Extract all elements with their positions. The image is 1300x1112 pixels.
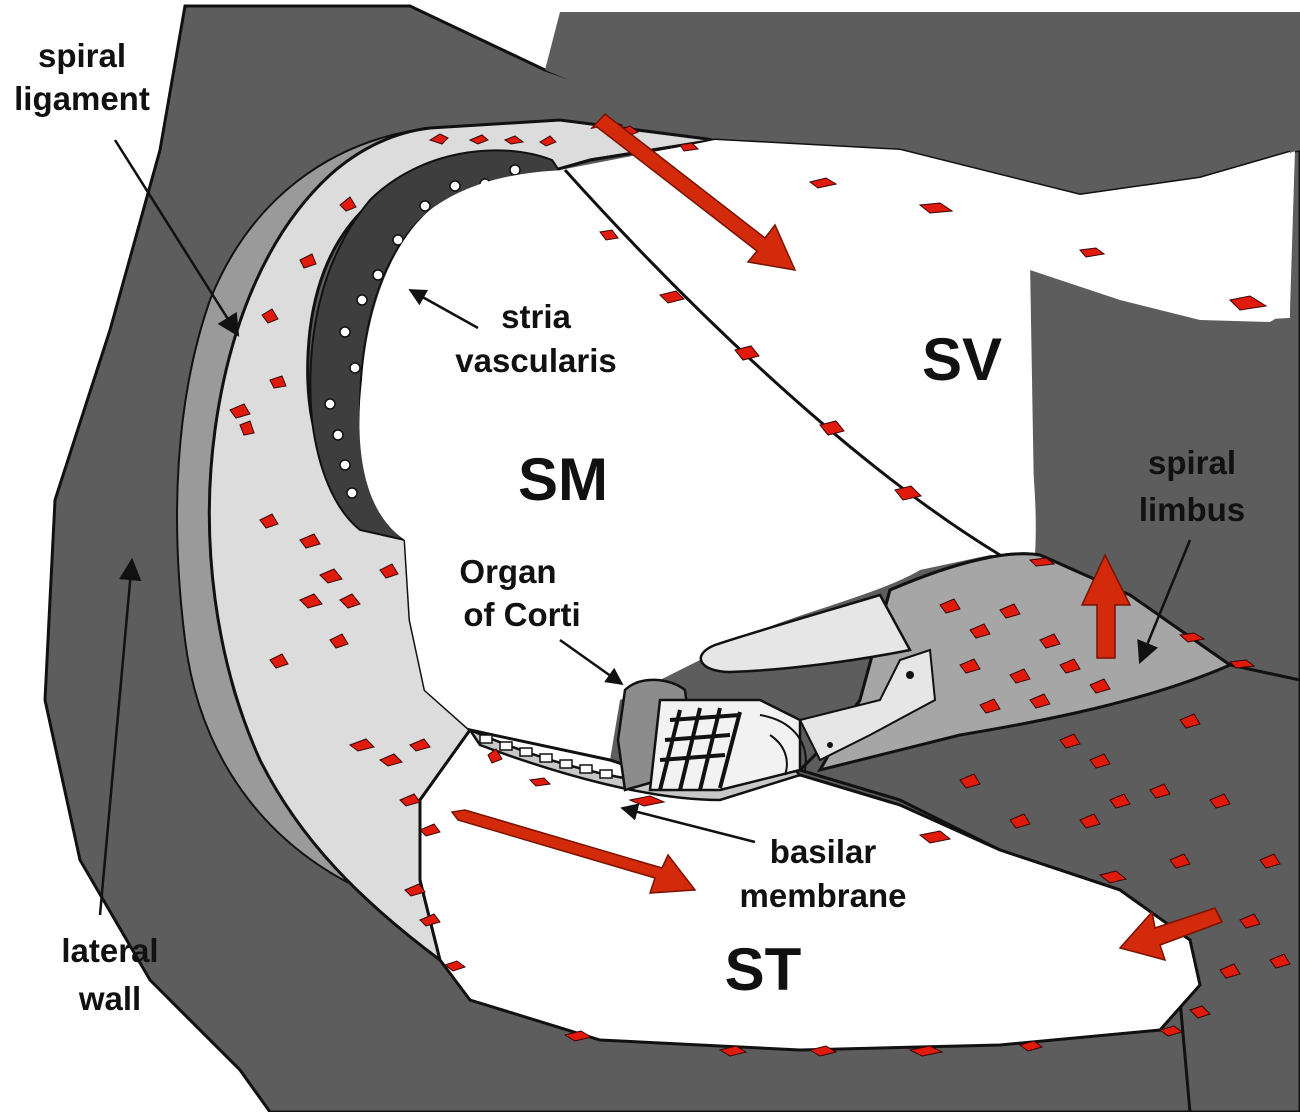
- label-spiral-ligament-line2: ligament: [14, 80, 150, 117]
- label-spiral-limbus-line2: limbus: [1139, 491, 1245, 528]
- label-stria-vascularis-line1: stria: [501, 298, 571, 335]
- red-cells: [229, 120, 1291, 1057]
- spiral-limbus-upper: [816, 552, 1234, 773]
- stria-capillaries: [324, 164, 521, 499]
- red-flow-arrow-sv: [589, 112, 797, 271]
- pointer-spiral-ligament: [113, 139, 240, 337]
- organ-of-corti: [616, 648, 937, 792]
- label-organ-of-corti-line1: Organ: [459, 553, 556, 590]
- label-scala-tympani: ST: [725, 936, 802, 1003]
- label-scala-media: SM: [518, 446, 608, 513]
- scala-media-space: [359, 170, 991, 760]
- label-lateral-wall-line1: lateral: [61, 932, 158, 969]
- sv-roof-bone: [545, 12, 1300, 195]
- pointer-basilar-membrane: [620, 803, 756, 844]
- label-spiral-ligament-line1: spiral: [38, 37, 126, 74]
- sv-space: [565, 140, 1290, 555]
- basilar-membrane-segments: [479, 734, 613, 779]
- red-flow-arrow-limbus: [1080, 553, 1132, 659]
- red-flow-arrow-st: [450, 809, 697, 894]
- label-organ-of-corti-line2: of Corti: [463, 596, 580, 633]
- label-scala-vestibuli: SV: [922, 326, 1002, 393]
- pointer-lateral-wall: [98, 557, 142, 916]
- pointer-spiral-limbus: [1137, 539, 1192, 665]
- red-flow-arrow-corner: [1118, 907, 1224, 962]
- pointer-stria-vascularis: [408, 288, 479, 330]
- flow-arrows: [450, 112, 1224, 962]
- labels: spiral ligament stria vascularis Organ o…: [14, 37, 1245, 1017]
- pointer-arrows: [98, 139, 1192, 916]
- label-basilar-membrane-line1: basilar: [770, 833, 877, 870]
- reissners-membrane: [563, 168, 1001, 557]
- tectorial-membrane: [699, 593, 912, 674]
- label-spiral-limbus-line1: spiral: [1148, 444, 1236, 481]
- spiral-ligament: [207, 118, 716, 964]
- pointer-organ-of-corti: [559, 638, 624, 686]
- label-basilar-membrane-line2: membrane: [740, 877, 907, 914]
- label-lateral-wall-line2: wall: [78, 980, 141, 1017]
- label-stria-vascularis-line2: vascularis: [455, 342, 616, 379]
